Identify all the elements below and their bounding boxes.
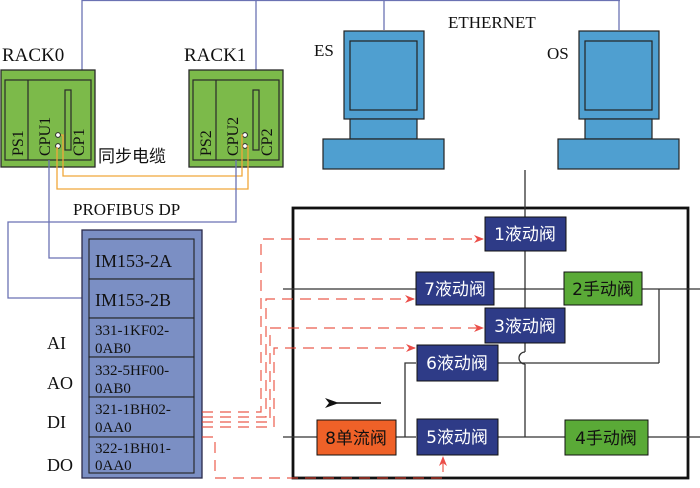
cpu2-sync-port-a [242,132,248,138]
rack-1-label: RACK1 [184,45,246,66]
valve-2[interactable]: 2手动阀 [563,271,643,306]
valve-8-label: 8单流阀 [325,429,387,449]
cpu2-sync-port-b [242,143,248,149]
hydraulic-system-frame [291,206,690,480]
do-module-line1: 322-1BH01- [95,441,171,457]
ethernet-bus [81,0,620,70]
ai-module [88,317,195,358]
control-signals [202,235,484,479]
es-computer: ES [314,30,445,170]
di-module [88,396,195,438]
profibus-bus [7,160,237,299]
signal-to-valve-7 [202,295,415,418]
ai-type-label: AI [47,333,66,353]
di-module-line1: 321-1BH02- [95,402,171,418]
cpu1-sync-port-a [55,132,61,138]
valve-5[interactable]: 5液动阀 [416,418,499,456]
valve-1-label: 1液动阀 [494,225,556,245]
rack-1-module-ps: PS2 [198,130,215,156]
es-base [322,138,445,170]
es-label: ES [314,41,334,60]
valve-5-label: 5液动阀 [426,428,488,448]
valve-3-label: 3液动阀 [494,317,556,337]
di-module-line2: 0AA0 [95,420,132,436]
signal-to-valve-3 [202,324,484,423]
io-station: IM153-2A IM153-2B 331-1KF02- 0AB0 332-5H… [81,229,203,479]
rack-1-module-cpu: CPU2 [225,117,242,156]
os-label: OS [547,44,569,63]
rack-1-module-cp: CP2 [259,128,276,156]
valve-7[interactable]: 7液动阀 [415,271,495,306]
signal-to-valve-1 [202,235,484,413]
ao-type-label: AO [47,373,73,393]
os-screen [584,40,653,111]
rack-0-module-ps: PS1 [10,130,27,156]
im153-2b-label: IM153-2B [95,290,171,310]
signal-to-valve-5 [202,436,447,479]
im153-2a-label: IM153-2A [95,251,172,271]
do-type-label: DO [47,455,73,475]
sync-cable [56,134,249,190]
do-module [88,436,195,474]
di-type-label: DI [47,412,66,432]
do-module-line2: 0AA0 [95,458,132,474]
ao-module-line1: 332-5HF00- [95,363,169,379]
valve-2-label: 2手动阀 [572,280,634,300]
sync-cable-label: 同步电缆 [98,147,166,167]
ai-module-line2: 0AB0 [95,341,131,357]
valve-8[interactable]: 8单流阀 [316,419,397,456]
rack-0: RACK0 PS1 CPU1 CP1 [0,45,96,168]
valve-6[interactable]: 6液动阀 [416,344,499,382]
valve-6-label: 6液动阀 [426,354,488,374]
ethernet-label: ETHERNET [448,13,536,32]
os-base [557,138,680,170]
ai-module-line1: 331-1KF02- [95,323,169,339]
rack-1: RACK1 PS2 CPU2 CP2 [184,45,284,168]
valve-3[interactable]: 3液动阀 [484,307,566,344]
valve-4[interactable]: 4手动阀 [564,419,649,456]
rack-0-label: RACK0 [2,45,64,66]
rack-0-module-cp: CP1 [71,128,88,156]
ao-module-line2: 0AB0 [95,381,131,397]
hydraulic-pipes [283,170,700,438]
signal-to-valve-6 [202,344,416,428]
im153-2a-module [88,238,195,280]
es-screen [349,40,418,111]
valve-1[interactable]: 1液动阀 [484,216,567,252]
valve-7-label: 7液动阀 [424,280,486,300]
os-computer: OS [547,30,680,170]
profibus-label: PROFIBUS DP [73,200,180,219]
valve-4-label: 4手动阀 [575,429,637,449]
rack-0-module-cpu: CPU1 [37,117,54,156]
